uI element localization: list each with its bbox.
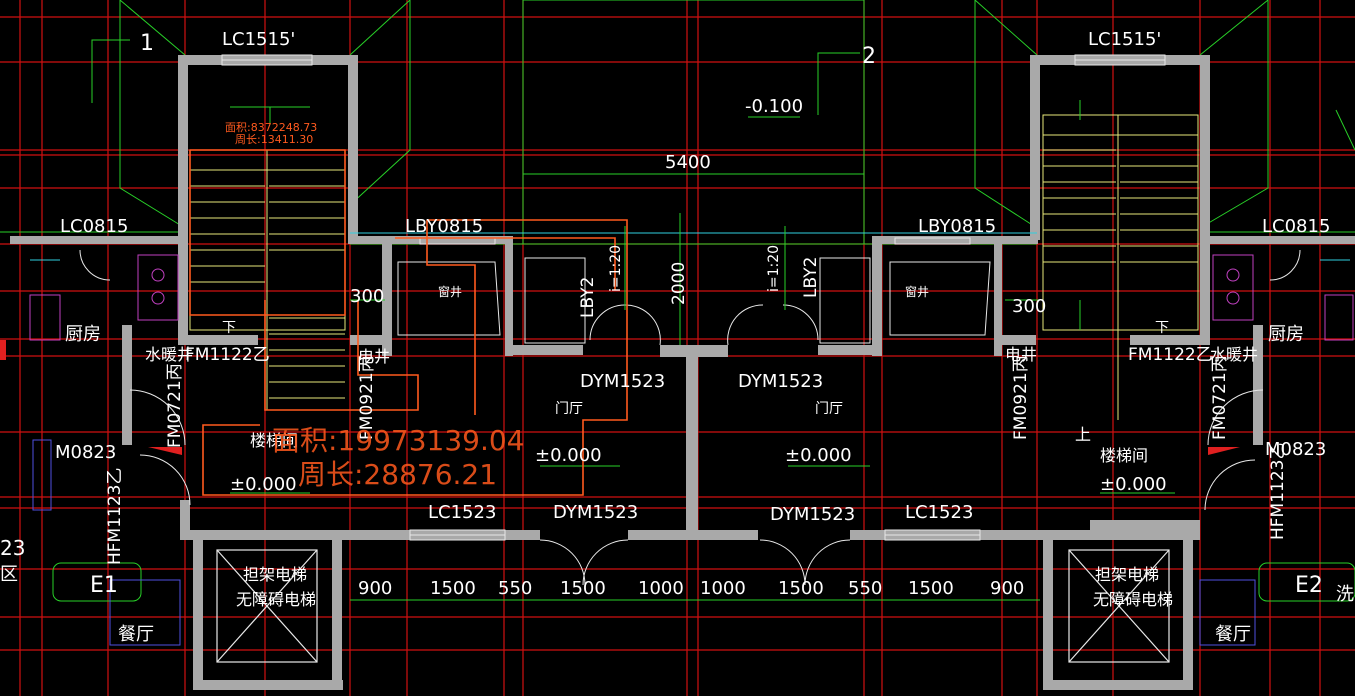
level-label: ±0.000: [1100, 474, 1167, 495]
area-annotation: 面积:19973139.04: [272, 424, 524, 457]
door-label: FM0721丙: [1210, 355, 1230, 440]
room-label: 窗井: [905, 285, 929, 299]
level-label: -0.100: [745, 96, 803, 117]
door-label: FM0921丙: [1011, 355, 1031, 440]
room-label: 楼梯间: [1100, 446, 1148, 465]
door-label: M0823: [1265, 439, 1326, 460]
dimension-chain-label: 550: [848, 578, 882, 599]
door-label: HFM1123乙: [1268, 443, 1288, 541]
stair-arrow-label: 下: [1155, 320, 1169, 336]
red-markers: [0, 340, 1240, 455]
window-wells: [397, 257, 991, 344]
dimension-chain-label: 550: [498, 578, 532, 599]
dimension-chain-label: 900: [990, 578, 1024, 599]
window-label: LBY2: [801, 257, 821, 298]
room-label: 餐厅: [1215, 624, 1251, 645]
cyan-lines: [30, 232, 1350, 261]
elevator-label: 无障碍电梯: [236, 590, 316, 609]
window-label: LC0815: [1262, 216, 1330, 237]
elevator-tag: E2: [1295, 573, 1323, 598]
area-annotation: 面积:8372248.73: [225, 121, 317, 134]
room-label: 门厅: [555, 401, 583, 417]
kitchen-fixtures: [29, 254, 1354, 341]
room-label: 水暖井: [145, 345, 193, 364]
window-label: LC0815: [60, 216, 128, 237]
room-label: 门厅: [815, 401, 843, 417]
window-label: LBY0815: [405, 216, 483, 237]
dimension-chain-label: 1500: [778, 578, 824, 599]
room-label: 电井: [1005, 345, 1037, 364]
dimension-chain-label: 1000: [638, 578, 684, 599]
edge-label: 23: [0, 536, 25, 560]
door-label: HFM1123乙: [105, 468, 125, 566]
window-label: LC1523: [905, 502, 973, 523]
dimension-chain-label: 900: [358, 578, 392, 599]
elevator-label: 担架电梯: [1095, 565, 1159, 584]
room-label: 厨房: [65, 324, 101, 345]
room-label: 窗井: [438, 285, 462, 299]
room-label: 电井: [358, 347, 390, 366]
elevator-label: 担架电梯: [243, 565, 307, 584]
window-label: LC1523: [428, 502, 496, 523]
door-label: M0823: [55, 442, 116, 463]
edge-label: 区: [0, 564, 18, 585]
room-label: 餐厅: [118, 624, 154, 645]
door-label: FM0921丙: [357, 355, 377, 440]
perimeter-annotation: 周长:13411.30: [235, 133, 313, 146]
elevator-label: 无障碍电梯: [1093, 590, 1173, 609]
window-label: LC1515': [222, 29, 295, 50]
door-label: FM1122乙: [1128, 345, 1213, 365]
dimension-label: 300: [350, 286, 384, 307]
area-outlines: [189, 149, 628, 496]
elevator-shafts: [216, 549, 1170, 663]
slope-label: i=1:20: [766, 245, 782, 292]
dimension-chain-label: 1000: [700, 578, 746, 599]
door-label: FM0721丙: [165, 363, 185, 448]
dimension-chain: 900 1500 550 1500 1000 1000 1500 550 1500 900: [358, 578, 1024, 599]
window-label: LBY2: [578, 277, 598, 318]
room-label: 水暖井: [1210, 345, 1258, 364]
door-swings: [79, 249, 1301, 586]
door-label: DYM1523: [580, 371, 665, 392]
slope-label: i=1:20: [608, 245, 624, 292]
door-label: FM1122乙: [185, 345, 270, 365]
axis-marker-2: 2: [862, 44, 876, 69]
stair-arrow-label: 上: [1075, 425, 1091, 444]
dining-furniture: [32, 439, 1256, 646]
room-label: 厨房: [1268, 324, 1304, 345]
dimension-label: 300: [1012, 296, 1046, 317]
edge-label: 洗: [1336, 584, 1354, 605]
dimension-chain-label: 1500: [560, 578, 606, 599]
stair-arrow-label: 下: [222, 320, 236, 336]
dimension-label: 5400: [665, 152, 711, 173]
level-label: ±0.000: [785, 445, 852, 466]
dimension-chain-label: 1500: [908, 578, 954, 599]
axis-marker-1: 1: [140, 31, 154, 56]
dimension-chain-label: 1500: [430, 578, 476, 599]
window-label: LC1515': [1088, 29, 1161, 50]
door-label: DYM1523: [553, 502, 638, 523]
window-label: LBY0815: [918, 216, 996, 237]
stairs: [189, 114, 1199, 420]
level-label: ±0.000: [230, 474, 297, 495]
door-label: DYM1523: [770, 504, 855, 525]
door-label: DYM1523: [738, 371, 823, 392]
elevator-tag: E1: [90, 573, 118, 598]
perimeter-annotation: 周长:28876.21: [298, 458, 497, 491]
dimension-label: 2000: [669, 262, 689, 305]
dimension-lines: [230, 100, 1175, 601]
room-label: 楼梯间: [250, 431, 298, 450]
level-label: ±0.000: [535, 445, 602, 466]
